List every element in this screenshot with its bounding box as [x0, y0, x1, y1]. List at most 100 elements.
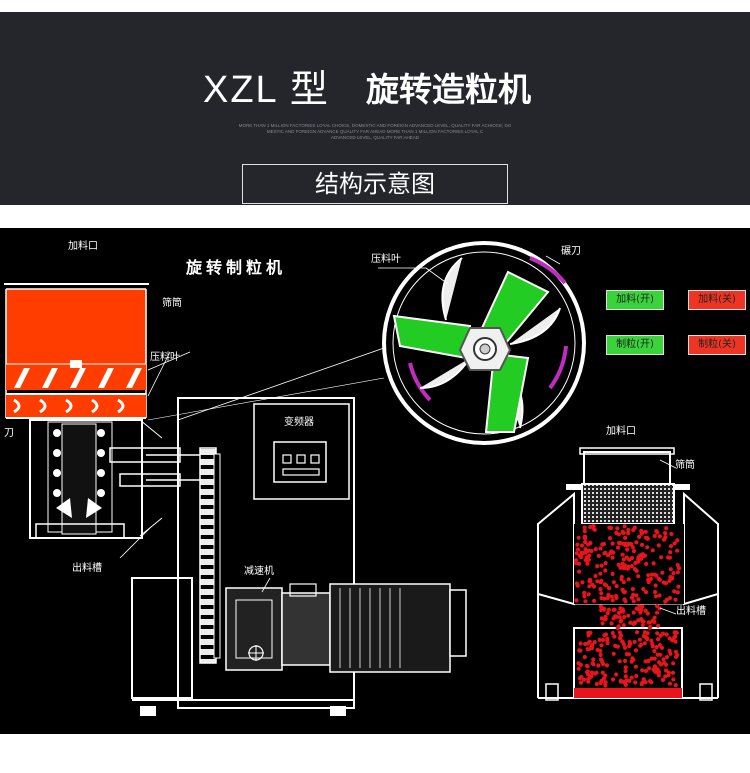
granule: [594, 681, 599, 687]
granule: [592, 598, 597, 603]
granule: [577, 648, 582, 653]
granule: [590, 643, 595, 648]
granule: [586, 679, 591, 684]
granule: [645, 611, 650, 616]
granule: [656, 623, 661, 628]
granule: [603, 550, 608, 555]
granule: [593, 671, 598, 676]
granule: [672, 635, 677, 640]
granule: [638, 642, 644, 647]
granule: [661, 537, 667, 542]
granule: [622, 524, 627, 529]
label-inverter: 变频器: [284, 417, 314, 428]
granule: [624, 678, 629, 683]
granule: [585, 670, 590, 675]
granule: [579, 550, 584, 555]
granule: [614, 672, 619, 677]
granule: [582, 525, 587, 530]
granule: [655, 530, 660, 535]
granule: [585, 647, 590, 652]
granule: [605, 596, 610, 601]
structure-diagram: 旋转制粒机 加料口 筛筒 压料叶 刀 压料叶 碾刀 变频器 出料槽 减速机 加料…: [0, 228, 750, 734]
granule: [673, 597, 678, 602]
granule: [643, 529, 648, 534]
granule: [582, 655, 587, 660]
granule: [671, 677, 676, 682]
granule: [603, 673, 608, 678]
granule: [587, 577, 593, 582]
granule: [634, 568, 639, 573]
granulate-off-button[interactable]: 制粒(关): [688, 335, 746, 355]
granule: [635, 607, 641, 612]
granule: [583, 539, 588, 545]
granule: [623, 665, 628, 670]
granule: [669, 576, 675, 581]
granule: [616, 562, 621, 567]
granule: [620, 530, 625, 535]
granule: [630, 587, 636, 592]
granule: [674, 630, 679, 635]
granule: [599, 563, 604, 568]
granule: [575, 547, 581, 552]
granule: [591, 662, 596, 667]
granule: [593, 547, 598, 552]
granule: [643, 659, 648, 664]
granule: [626, 613, 631, 618]
granule: [636, 618, 641, 623]
granulate-on-button[interactable]: 制粒(开): [606, 335, 664, 355]
granule: [650, 641, 655, 646]
granule: [652, 656, 657, 661]
label-knife-left: 刀: [4, 428, 14, 439]
granule: [644, 561, 649, 566]
header-banner: XZL 型 旋转造粒机 MORE THAN 1 MILLION FACTORIE…: [0, 12, 750, 205]
granule: [674, 654, 679, 659]
granule: [617, 615, 622, 620]
granule: [615, 526, 620, 531]
granule: [661, 657, 666, 662]
granule: [672, 541, 677, 546]
granule: [597, 637, 602, 642]
screen-drum-right: [581, 483, 675, 525]
granule: [589, 548, 594, 554]
granule: [599, 596, 604, 601]
section-subtitle: 结构示意图: [242, 164, 508, 204]
granule: [629, 542, 634, 547]
granule: [576, 666, 581, 671]
granule: [577, 676, 583, 681]
rotor-detail: [147, 241, 586, 445]
granule: [673, 639, 678, 644]
tagline-line-1: MORE THAN 1 MILLION FACTORIES LOYAL CHOI…: [238, 123, 512, 128]
granule: [608, 526, 614, 531]
granule: [612, 614, 618, 619]
granule: [651, 561, 656, 566]
granule: [593, 573, 598, 579]
feed-on-button[interactable]: 加料(开): [606, 290, 664, 310]
granule: [633, 664, 639, 669]
granule: [626, 564, 631, 569]
granule: [625, 547, 630, 552]
granule: [631, 599, 636, 604]
granule: [634, 540, 639, 545]
granule: [603, 568, 608, 573]
granule: [675, 563, 680, 568]
granule: [609, 594, 614, 599]
feed-off-button[interactable]: 加料(关): [688, 290, 746, 310]
granule: [613, 643, 618, 648]
granule: [623, 669, 628, 674]
granule: [582, 594, 587, 599]
label-reducer: 减速机: [244, 566, 274, 577]
granule: [588, 540, 593, 546]
granule: [617, 630, 623, 635]
granule: [599, 643, 604, 648]
label-knife-top: 碾刀: [561, 246, 581, 257]
granule: [655, 631, 660, 636]
granule: [653, 583, 658, 588]
feed-hopper: [6, 289, 146, 367]
granule: [616, 545, 621, 550]
granule: [581, 677, 587, 682]
granule: [641, 619, 646, 624]
granule: [672, 589, 677, 594]
granule: [610, 677, 616, 682]
granule: [605, 553, 611, 558]
product-title: 旋转造粒机: [366, 70, 531, 109]
